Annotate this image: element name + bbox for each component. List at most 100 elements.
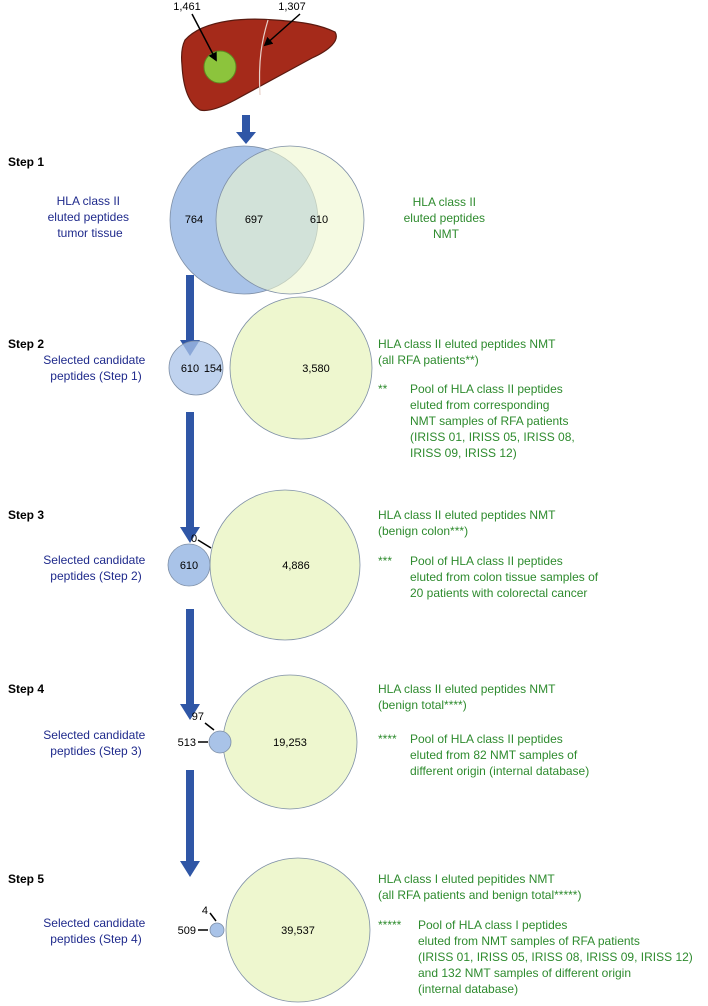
overlap-value: 0	[191, 533, 197, 545]
line: HLA class II eluted peptides NMT	[378, 508, 556, 522]
right-value: 3,580	[302, 363, 330, 375]
line: (all RFA patients**)	[378, 353, 479, 367]
overlap-pointer	[209, 912, 217, 922]
left-value: 509	[178, 925, 196, 937]
right-value: 610	[310, 214, 328, 226]
db-header: HLA class II eluted peptides NMT (benign…	[378, 682, 559, 712]
step-label: Step 5	[8, 872, 44, 886]
line: (IRISS 01, IRISS 05, IRISS 08, IRISS 09,…	[418, 950, 693, 964]
line: HLA class II eluted peptides NMT	[378, 337, 556, 351]
line: NMT	[433, 227, 460, 241]
blue-circle	[208, 730, 232, 754]
line: peptides (Step 1)	[50, 369, 141, 383]
line: (internal database)	[418, 982, 518, 996]
overlap-pointer	[197, 539, 212, 549]
line: different origin (internal database)	[410, 764, 589, 778]
note-text: Pool of HLA class I peptides eluted from…	[418, 918, 696, 996]
line: HLA class II	[413, 195, 476, 209]
step-3: Step 3 0 610 4,886 Selected candidate pe…	[8, 489, 601, 641]
line: Selected candidate	[43, 553, 145, 567]
left-value: 610	[181, 363, 199, 375]
line: (all RFA patients and benign total*****)	[378, 888, 581, 902]
left-value: 610	[180, 560, 198, 572]
db-header: HLA class II eluted peptides NMT (all RF…	[378, 337, 559, 367]
line: peptides (Step 4)	[50, 932, 141, 946]
note-text: Pool of HLA class II peptides eluted fro…	[410, 732, 589, 778]
line: and 132 NMT samples of different origin	[418, 966, 631, 980]
arrow-step3-to-4	[180, 609, 200, 720]
line: Selected candidate	[43, 353, 145, 367]
note-text: Pool of HLA class II peptides eluted fro…	[410, 554, 601, 600]
step-2: Step 2 610 154 3,580 Selected candidate …	[8, 296, 578, 460]
overlap-value: 97	[192, 711, 204, 723]
right-value: 39,537	[281, 925, 315, 937]
line: eluted from corresponding	[410, 398, 549, 412]
overlap-value: 4	[202, 905, 208, 917]
line: peptides (Step 3)	[50, 744, 141, 758]
line: peptides (Step 2)	[50, 569, 141, 583]
line: HLA class II eluted peptides NMT	[378, 682, 556, 696]
line: IRISS 09, IRISS 12)	[410, 446, 517, 460]
line: HLA class I eluted pepitides NMT	[378, 872, 555, 886]
flow-arrows	[180, 115, 256, 877]
note-mark: **	[378, 382, 388, 396]
arrow-step2-to-3	[180, 412, 200, 543]
line: eluted from colon tissue samples of	[410, 570, 599, 584]
blue-circle	[168, 340, 224, 396]
left-description: Selected candidate peptides (Step 4)	[43, 916, 148, 946]
nmt-circle	[215, 145, 365, 295]
line: NMT samples of RFA patients	[410, 414, 569, 428]
nmt-pointer	[263, 13, 301, 47]
blue-circle	[167, 543, 211, 587]
step-label: Step 4	[8, 682, 44, 696]
tumor-count: 1,461	[173, 1, 201, 13]
green-circle	[229, 296, 373, 440]
left-description: Selected candidate peptides (Step 2)	[43, 553, 148, 583]
left-description: Selected candidate peptides (Step 1)	[43, 353, 148, 383]
line: eluted peptides	[404, 211, 485, 225]
line: Pool of HLA class II peptides	[410, 382, 563, 396]
step-label: Step 3	[8, 508, 44, 522]
line: eluted peptides	[48, 210, 129, 224]
tumor-spot	[203, 50, 237, 84]
overlap-value: 697	[245, 214, 263, 226]
left-description: HLA class II eluted peptides tumor tissu…	[48, 194, 133, 240]
line: Pool of HLA class II peptides	[410, 732, 563, 746]
line: Pool of HLA class II peptides	[410, 554, 563, 568]
line: (IRISS 01, IRISS 05, IRISS 08,	[410, 430, 575, 444]
right-value: 19,253	[273, 737, 307, 749]
step-5: Step 5 4 509 39,537 Selected candidate p…	[8, 857, 696, 1003]
liver-lobe-line	[258, 19, 269, 96]
db-header: HLA class I eluted pepitides NMT (all RF…	[378, 872, 581, 902]
line: Selected candidate	[43, 728, 145, 742]
line: (benign total****)	[378, 698, 467, 712]
note-mark: *****	[378, 918, 402, 932]
blue-circle	[209, 922, 225, 938]
nmt-count: 1,307	[278, 1, 306, 13]
line: Pool of HLA class I peptides	[418, 918, 567, 932]
liver-shape	[181, 18, 337, 112]
right-value: 4,886	[282, 560, 310, 572]
step-1: Step 1 764 697 610 HLA class II eluted p…	[8, 145, 489, 295]
left-description: Selected candidate peptides (Step 3)	[43, 728, 148, 758]
line: tumor tissue	[57, 226, 123, 240]
note-text: Pool of HLA class II peptides eluted fro…	[410, 382, 578, 460]
note-mark: ****	[378, 732, 397, 746]
line: 20 patients with colorectal cancer	[410, 586, 587, 600]
green-circle	[225, 857, 371, 1003]
step-label: Step 1	[8, 155, 44, 169]
line: eluted from 82 NMT samples of	[410, 748, 578, 762]
right-description: HLA class II eluted peptides NMT	[404, 195, 489, 241]
line: (benign colon***)	[378, 524, 468, 538]
line: eluted from NMT samples of RFA patients	[418, 934, 640, 948]
arrow-to-step1	[236, 115, 256, 144]
step-label: Step 2	[8, 337, 44, 351]
left-value: 764	[185, 214, 203, 226]
tumor-pointer	[191, 13, 217, 62]
arrow-step4-to-5	[180, 770, 200, 877]
overlap-pointer	[204, 722, 215, 731]
note-mark: ***	[378, 554, 392, 568]
step-4: Step 4 97 513 19,253 Selected candidate …	[8, 674, 589, 810]
line: HLA class II	[57, 194, 120, 208]
